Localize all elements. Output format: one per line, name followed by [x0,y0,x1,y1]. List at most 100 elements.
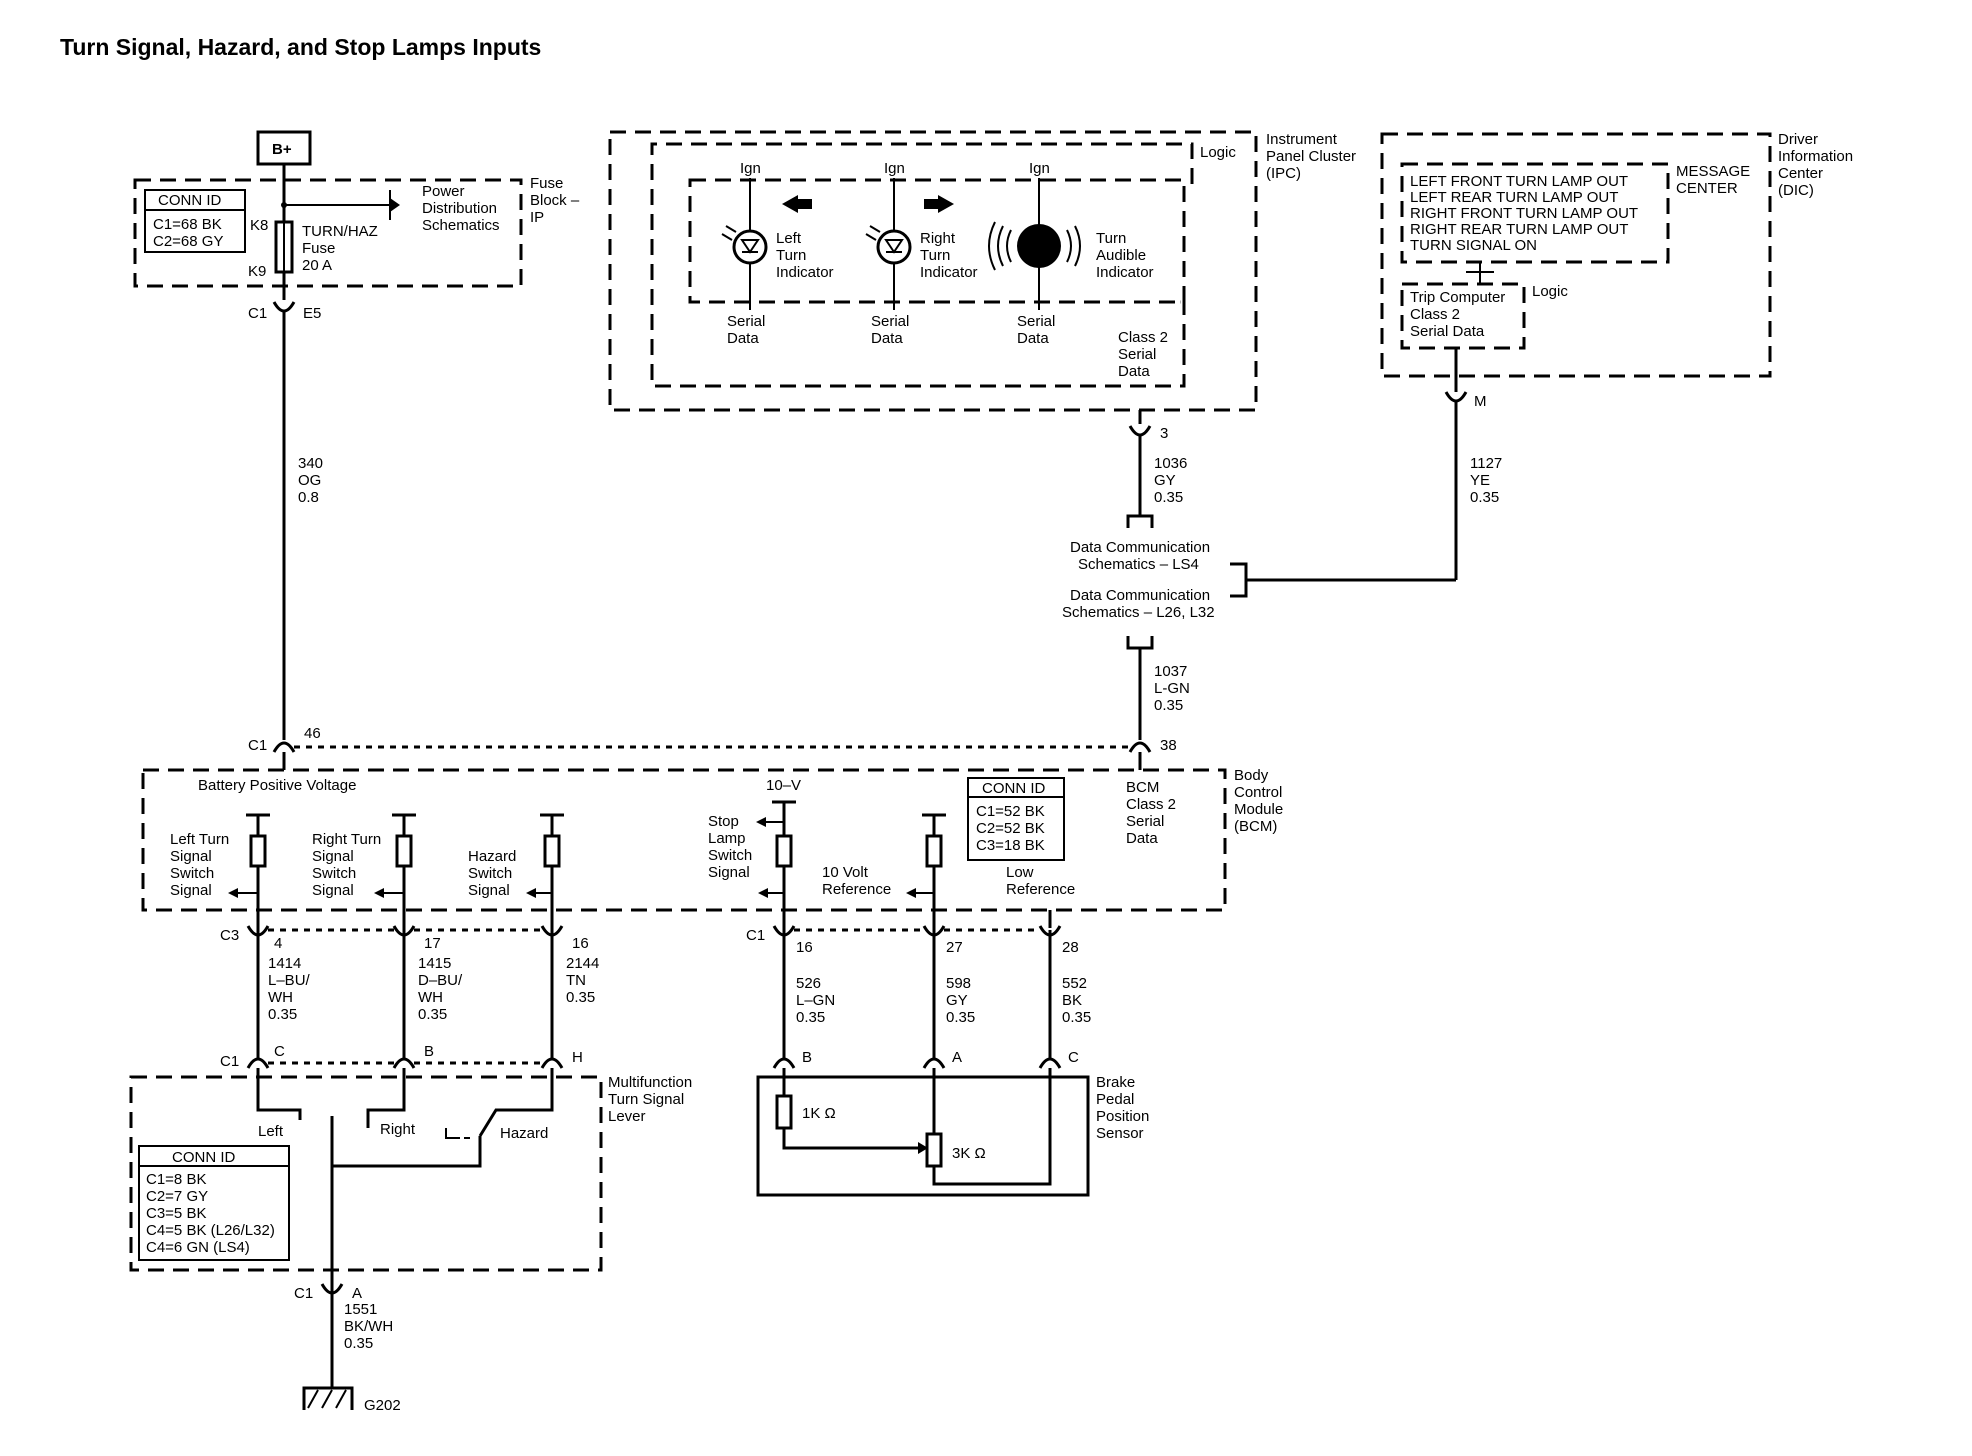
low-ref-1: Low [1006,864,1034,881]
right-turn-sig-3: Switch [312,865,356,882]
mf-conn-id-box [138,1145,290,1261]
wire-1127-number: 1127 [1470,455,1502,472]
fuse-conn-id-box [144,189,246,253]
mf-name-3: Lever [608,1108,646,1125]
wire-1037: 1037 L-GN 0.35 [1138,648,1190,740]
left-turn-indicator: Ign Left Turn Indicator Serial Data [721,160,834,347]
right-indicator-3: Indicator [920,264,978,281]
fuse-conn-c1: C1 [248,305,267,322]
wire-598-1: 598 [946,975,971,992]
low-ref-2: Reference [1006,881,1075,898]
bcm-boundary [141,768,1227,912]
ten-volt-ref-2: Reference [822,881,891,898]
bcm-conn-id-c2: C2=52 BK [976,820,1045,837]
wire-1551-color: BK/WH [344,1318,393,1335]
fuse-block-boundary [133,178,523,288]
ipc-class2-3: Data [1118,363,1150,380]
ipc-pin-3: 3 [1160,425,1168,442]
trip-computer-3: Serial Data [1410,323,1485,340]
wire-2144-3: 0.35 [566,989,595,1006]
wire-526-2: L–GN [796,992,835,1009]
data-comm-l26-2: Schematics – L26, L32 [1062,604,1215,621]
multifunction-turn-signal-lever: C1 C B H Multifunction Turn Signal Lever… [129,1043,692,1302]
battery-positive-label: Battery Positive Voltage [198,777,356,794]
wire-1415-4: 0.35 [418,1006,447,1023]
wire-552-1: 552 [1062,975,1087,992]
bpp-pin-b: B [802,1049,812,1066]
mf-name-1: Multifunction [608,1074,692,1091]
wire-2144-1: 2144 [566,955,599,972]
mf-pin-c: C [274,1043,285,1060]
left-indicator-2: Turn [776,247,806,264]
dic-name-4: (DIC) [1778,182,1814,199]
wire-526-3: 0.35 [796,1009,825,1026]
pullup-resistor-hazard [543,834,561,868]
right-arrow-icon [924,199,938,209]
stop-lamp-sig-3: Switch [708,847,752,864]
fuse-label-3: 20 A [302,257,332,274]
data-communication: Data Communication Schematics – LS4 Data… [1062,539,1248,650]
bcm-class2-1: BCM [1126,779,1159,796]
right-serial-2: Data [871,330,903,347]
trip-computer-box [1400,282,1526,350]
left-serial-1: Serial [727,313,765,330]
bcm-name-3: Module [1234,801,1283,818]
dic: Driver Information Center (DIC) LEFT FRO… [1380,131,1853,410]
wire-340-gauge: 0.8 [298,489,319,506]
left-arrow-icon [782,195,798,213]
dic-pin-m: M [1474,393,1487,410]
right-indicator-2: Turn [920,247,950,264]
stop-lamp-sig-4: Signal [708,864,750,881]
bcm-class2-2: Class 2 [1126,796,1176,813]
bcm-pin-16a: 16 [572,935,589,952]
dic-message-1: LEFT FRONT TURN LAMP OUT [1410,173,1628,190]
left-turn-sig-4: Signal [170,882,212,899]
bcm-pin-38: 38 [1160,737,1177,754]
bcm-conn-id-box [967,777,1065,861]
pullup-resistor-stop [775,834,793,868]
fuse-conn-id-c1: C1=68 BK [153,216,222,233]
wire-1127-color: YE [1470,472,1490,489]
bcm-c1-lower-label: C1 [746,927,765,944]
ipc-name-1: Instrument [1266,131,1338,148]
right-turn-sig-1: Right Turn [312,831,381,848]
ground-icon [302,1386,354,1410]
fuse-pin-e5: E5 [303,305,321,322]
ipc-name-3: (IPC) [1266,165,1301,182]
fuse-block: B+ CONN ID C1=68 BK C2=68 GY Power Distr… [133,130,580,322]
fuse-conn-id-title: CONN ID [158,192,222,209]
bcm-conn-id-title: CONN ID [982,780,1046,797]
wire-340: 340 OG 0.8 [282,312,323,740]
audible-indicator-1: Turn [1096,230,1126,247]
ipc-name-2: Panel Cluster [1266,148,1356,165]
wire-1551-gauge: 0.35 [344,1335,373,1352]
bcm-pin-17: 17 [424,935,441,952]
audible-indicator-2: Audible [1096,247,1146,264]
power-dist-line2: Distribution [422,200,497,217]
ipc-indicator-group [688,178,1186,304]
brake-pedal-position-sensor: B A C Brake Pedal Position Sensor 1K Ω 3… [756,1049,1149,1197]
wire-340-color: OG [298,472,321,489]
trip-computer-2: Class 2 [1410,306,1460,323]
right-ign-label: Ign [884,160,905,177]
resistor-10v-ref [925,834,943,868]
fuse-block-name-1: Fuse [530,175,563,192]
mf-bottom-c1: C1 [294,1285,313,1302]
audible-ign-label: Ign [1029,160,1050,177]
wire-526-1: 526 [796,975,821,992]
bcm-name-2: Control [1234,784,1282,801]
dic-logic-label: Logic [1532,283,1568,300]
right-turn-indicator: Ign Right Turn Indicator Serial Data [865,160,978,347]
mf-c1-label: C1 [220,1053,239,1070]
wire-1414-2: L–BU/ [268,972,311,989]
bpp-pin-c: C [1068,1049,1079,1066]
left-turn-sig-1: Left Turn [170,831,229,848]
mf-left-label: Left [258,1123,284,1140]
resistor-3k-label: 3K Ω [952,1145,986,1162]
wire-2144-2: TN [566,972,586,989]
audible-serial-1: Serial [1017,313,1055,330]
bcm-name-1: Body [1234,767,1269,784]
left-indicator-3: Indicator [776,264,834,281]
left-turn-sig-2: Signal [170,848,212,865]
